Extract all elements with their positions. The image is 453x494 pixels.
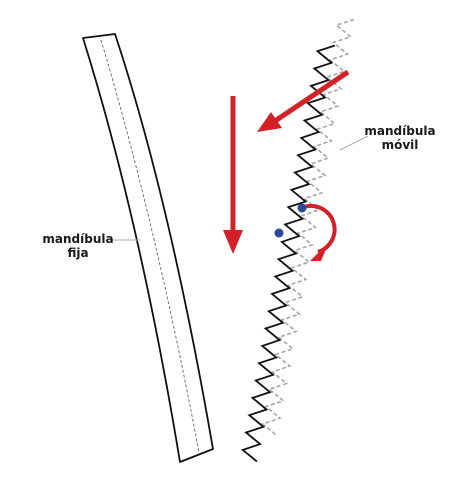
fixed-jaw-label: mandíbula fija: [38, 232, 118, 260]
moving-jaw-label-line2: móvil: [381, 138, 419, 152]
fixed-jaw-label-line1: mandíbula: [42, 232, 114, 246]
moving-jaw-leader: [339, 135, 369, 151]
down-left-arrow-icon: [273, 69, 350, 124]
fixed-jaw-centerline: [100, 39, 200, 453]
down-left-arrow-head: [257, 112, 282, 132]
moving-jaw-displaced-profile: [261, 18, 355, 437]
pivot-point-lower: [274, 228, 284, 238]
pivot-point-upper: [297, 203, 307, 213]
circular-arrow-head: [310, 242, 329, 261]
moving-jaw-label: mandíbula móvil: [355, 124, 445, 152]
fixed-jaw-plate: [82, 33, 214, 463]
moving-jaw-profile: [240, 44, 336, 463]
fixed-jaw-label-line2: fija: [67, 246, 89, 260]
down-arrow-head: [223, 230, 243, 254]
moving-jaw-label-line1: mandíbula: [364, 124, 436, 138]
